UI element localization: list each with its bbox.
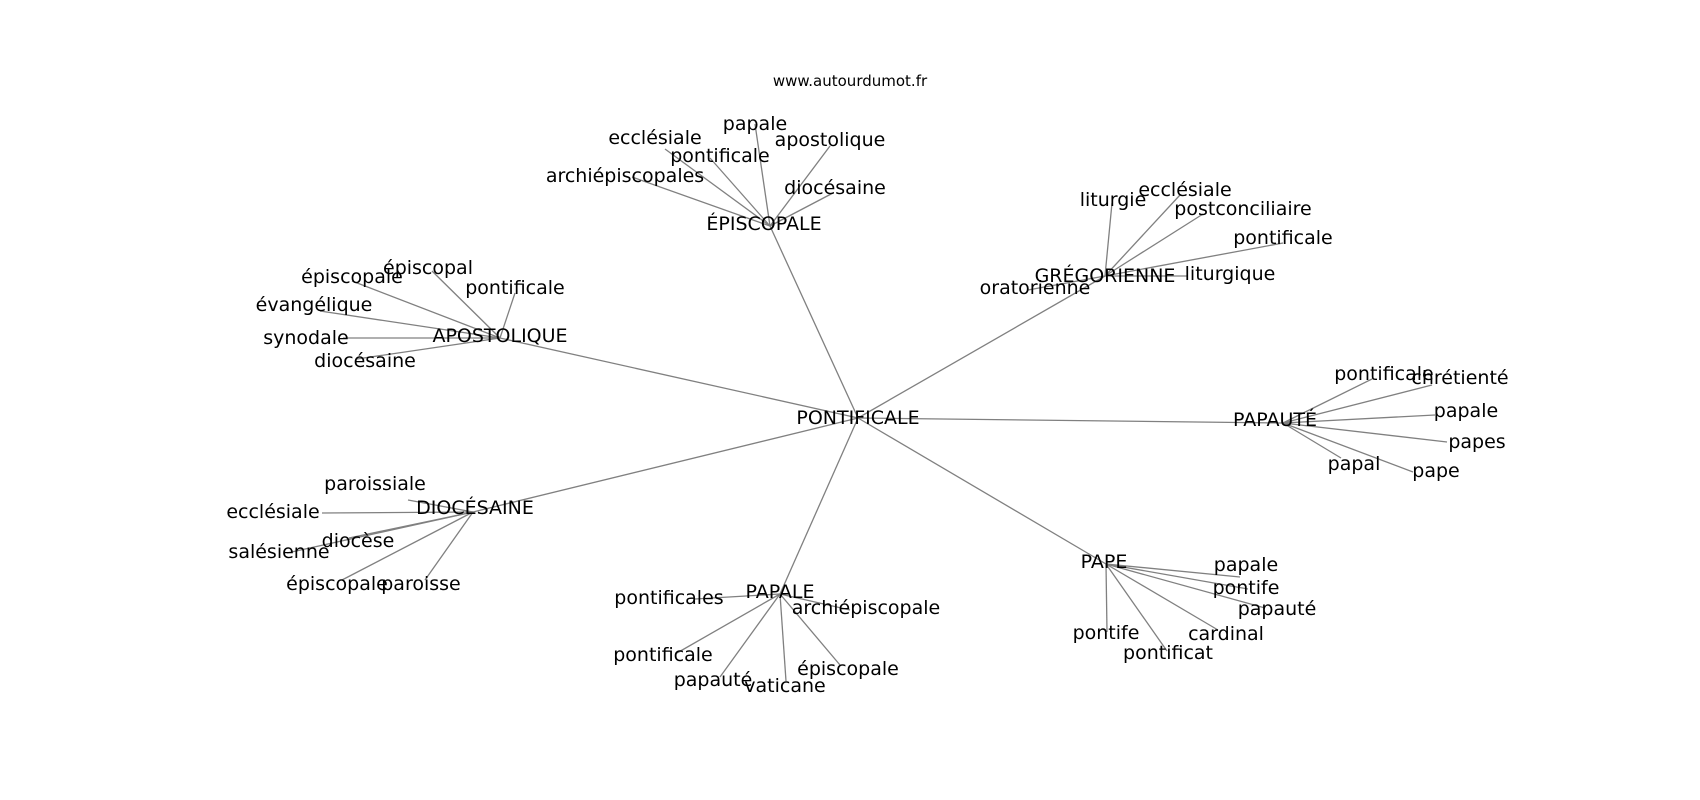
edge-papale-to-episcopale <box>779 593 841 666</box>
edge-pape-to-pontife <box>1105 563 1249 590</box>
edge-center-to-diocesaine <box>472 417 859 513</box>
edge-pape-to-papale <box>1105 563 1241 578</box>
related-word-pontificale[interactable]: pontificale <box>670 145 769 167</box>
related-word-liturgique[interactable]: liturgique <box>1185 263 1276 285</box>
related-word-pape[interactable]: pape <box>1412 460 1459 482</box>
edge-pape-to-pontife <box>1105 563 1108 633</box>
edge-papale-to-archiepiscopale <box>779 593 851 611</box>
edge-papale-to-vaticane <box>779 593 787 682</box>
edge-gregorienne-to-liturgie <box>1104 202 1113 277</box>
edge-papaute-to-pontificale <box>1282 378 1373 424</box>
edge-diocesaine-to-ecclesiale <box>321 511 474 514</box>
edge-center-to-papaute <box>857 417 1284 424</box>
edge-diocesaine-to-episcopale <box>341 511 474 581</box>
hub-word-pape[interactable]: PAPE <box>1081 551 1128 573</box>
edge-diocesaine-to-salesienne <box>286 511 474 554</box>
related-word-synodale[interactable]: synodale <box>263 327 348 349</box>
related-word-papal[interactable]: papal <box>1328 453 1381 475</box>
edge-gregorienne-to-pontificale <box>1104 242 1284 277</box>
related-word-pontificale[interactable]: pontificale <box>1233 227 1332 249</box>
edge-gregorienne-to-oratorienne <box>1027 275 1106 291</box>
related-word-papale[interactable]: papale <box>1434 400 1498 422</box>
related-word-salesienne[interactable]: salésienne <box>228 541 329 563</box>
hub-word-episcopale[interactable]: ÉPISCOPALE <box>706 212 821 235</box>
edge-center-to-gregorienne <box>857 275 1106 419</box>
edge-center-to-episcopale <box>769 225 859 419</box>
related-word-diocesaine[interactable]: diocésaine <box>784 177 886 199</box>
edge-episcopale-to-pontificale <box>709 157 771 227</box>
related-word-evangelique[interactable]: évangélique <box>256 294 373 316</box>
edge-pape-to-cardinal <box>1105 563 1219 631</box>
edge-center-to-pape <box>857 417 1107 565</box>
related-word-ecclesiale[interactable]: ecclésiale <box>608 127 701 149</box>
hub-word-apostolique[interactable]: APOSTOLIQUE <box>432 325 567 347</box>
related-word-episcopale[interactable]: épiscopale <box>797 658 899 680</box>
edge-gregorienne-to-ecclesiale <box>1104 194 1181 277</box>
related-word-oratorienne[interactable]: oratorienne <box>980 277 1091 299</box>
related-word-paroisse[interactable]: paroisse <box>381 573 461 595</box>
edge-papaute-to-chretiente <box>1282 384 1433 424</box>
related-word-pontife[interactable]: pontife <box>1213 577 1280 599</box>
related-word-apostolique[interactable]: apostolique <box>775 129 886 151</box>
related-word-papale[interactable]: papale <box>723 113 787 135</box>
related-word-papale[interactable]: papale <box>1214 554 1278 576</box>
center-word[interactable]: PONTIFICALE <box>796 407 919 429</box>
edge-papaute-to-papale <box>1282 414 1436 424</box>
related-word-pontife[interactable]: pontife <box>1073 622 1140 644</box>
edge-papaute-to-papal <box>1282 422 1342 459</box>
related-word-postconciliaire[interactable]: postconciliaire <box>1174 198 1311 220</box>
related-word-episcopal[interactable]: épiscopal <box>383 257 473 279</box>
edge-apostolique-to-episcopale <box>351 280 501 339</box>
related-word-diocese[interactable]: diocèse <box>322 530 395 552</box>
related-word-papaute[interactable]: papauté <box>1238 598 1317 620</box>
edge-center-to-papale <box>779 417 859 595</box>
edge-papaute-to-pape <box>1282 422 1414 473</box>
edge-papaute-to-papes <box>1282 422 1448 443</box>
edge-center-to-apostolique <box>499 337 859 419</box>
edge-apostolique-to-pontificale <box>499 292 516 339</box>
related-word-cardinal[interactable]: cardinal <box>1188 623 1264 645</box>
related-word-pontificat[interactable]: pontificat <box>1123 642 1213 664</box>
related-word-chretiente[interactable]: chrétienté <box>1411 367 1508 389</box>
edge-episcopale-to-papale <box>754 123 771 227</box>
related-word-episcopale[interactable]: épiscopale <box>286 573 388 595</box>
edge-episcopale-to-ecclesiale <box>664 148 771 227</box>
related-word-ecclesiale[interactable]: ecclésiale <box>1138 179 1231 201</box>
edge-gregorienne-to-postconciliaire <box>1104 213 1204 277</box>
related-word-liturgie[interactable]: liturgie <box>1080 189 1147 211</box>
hub-word-papaute[interactable]: PAPAUTÉ <box>1233 408 1317 431</box>
related-word-archiepiscopales[interactable]: archiépiscopales <box>546 165 704 187</box>
related-word-diocesaine[interactable]: diocésaine <box>314 350 416 372</box>
edge-diocesaine-to-paroisse <box>424 511 474 581</box>
edge-papale-to-pontificale <box>676 593 781 654</box>
related-word-archiepiscopale[interactable]: archiépiscopale <box>792 597 940 619</box>
related-word-vaticane[interactable]: vaticane <box>744 675 825 697</box>
edge-pape-to-pontificat <box>1105 563 1168 652</box>
related-word-pontificales[interactable]: pontificales <box>614 587 723 609</box>
related-word-pontificale[interactable]: pontificale <box>465 277 564 299</box>
edge-apostolique-to-episcopal <box>431 270 501 339</box>
related-word-pontificale[interactable]: pontificale <box>1334 363 1433 385</box>
edge-diocesaine-to-paroissiale <box>407 499 474 513</box>
edge-papale-to-pontificales <box>694 593 781 600</box>
related-word-ecclesiale[interactable]: ecclésiale <box>226 501 319 523</box>
hub-word-diocesaine[interactable]: DIOCÉSAINE <box>416 496 534 519</box>
edge-papale-to-papaute <box>719 593 781 678</box>
related-word-episcopale[interactable]: épiscopale <box>301 266 403 288</box>
hub-word-gregorienne[interactable]: GRÉGORIENNE <box>1035 264 1176 287</box>
related-word-papaute[interactable]: papauté <box>674 669 753 691</box>
edge-apostolique-to-evangelique <box>319 310 501 339</box>
edge-apostolique-to-diocesaine <box>356 337 501 360</box>
watermark: www.autourdumot.fr <box>772 72 928 90</box>
related-word-paroissiale[interactable]: paroissiale <box>324 473 426 495</box>
edge-episcopale-to-archiepiscopales <box>631 176 771 227</box>
hub-word-papale[interactable]: PAPALE <box>745 581 814 603</box>
edge-pape-to-papaute <box>1105 563 1266 609</box>
related-word-pontificale[interactable]: pontificale <box>613 644 712 666</box>
related-word-papes[interactable]: papes <box>1448 431 1505 453</box>
edge-episcopale-to-apostolique <box>769 145 831 227</box>
edge-episcopale-to-diocesaine <box>769 192 834 227</box>
